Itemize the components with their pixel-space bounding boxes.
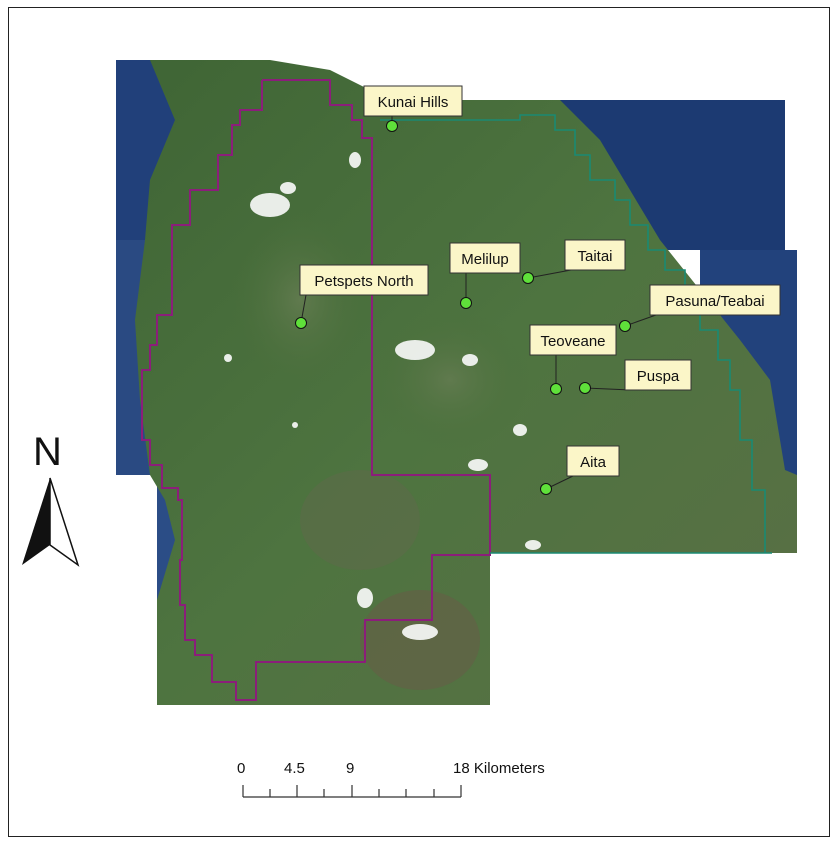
site-leader-taitai: [527, 269, 572, 279]
clouds: [224, 152, 541, 640]
map-frame: [8, 7, 830, 837]
site-label-box-puspa: [624, 359, 692, 391]
site-label-petspets-north: Petspets North: [314, 273, 413, 290]
site-label-box-petspets-north: [299, 264, 429, 296]
island-land: [135, 60, 797, 705]
boundary-east: [380, 114, 772, 554]
site-leader-puspa: [584, 387, 632, 391]
site-label-taitai: Taitai: [577, 248, 612, 265]
site-label-melilup: Melilup: [461, 251, 509, 268]
site-label-box-aita: [566, 445, 620, 477]
site-marker-taitai[interactable]: [522, 272, 534, 284]
scale-tick-18-units: 18 Kilometers: [453, 760, 545, 777]
site-marker-pasuna-teabai[interactable]: [619, 320, 631, 332]
site-label-box-taitai: [564, 239, 626, 271]
site-label-teoveane: Teoveane: [540, 333, 605, 350]
scale-tick-9: 9: [346, 760, 355, 777]
site-label-kunai-hills: Kunai Hills: [378, 94, 449, 111]
site-label-pasuna-teabai: Pasuna/Teabai: [665, 293, 764, 310]
site-marker-melilup[interactable]: [460, 297, 472, 309]
scale-tick-4-5: 4.5: [284, 760, 305, 777]
north-arrow-icon: [22, 477, 80, 567]
boundary-west: [141, 79, 491, 701]
site-marker-teoveane[interactable]: [550, 383, 562, 395]
site-label-box-kunai-hills: [363, 85, 463, 117]
north-arrow-label: N: [33, 430, 62, 474]
site-label-box-melilup: [449, 242, 521, 274]
scale-bar: [242, 785, 462, 798]
site-label-box-pasuna-teabai: [649, 284, 781, 316]
site-label-puspa: Puspa: [637, 368, 680, 385]
scale-tick-0: 0: [237, 760, 246, 777]
site-marker-aita[interactable]: [540, 483, 552, 495]
site-label-box-teoveane: [529, 324, 617, 356]
site-marker-kunai-hills[interactable]: [386, 120, 398, 132]
site-marker-petspets-north[interactable]: [295, 317, 307, 329]
site-marker-puspa[interactable]: [579, 382, 591, 394]
site-label-aita: Aita: [580, 454, 607, 471]
